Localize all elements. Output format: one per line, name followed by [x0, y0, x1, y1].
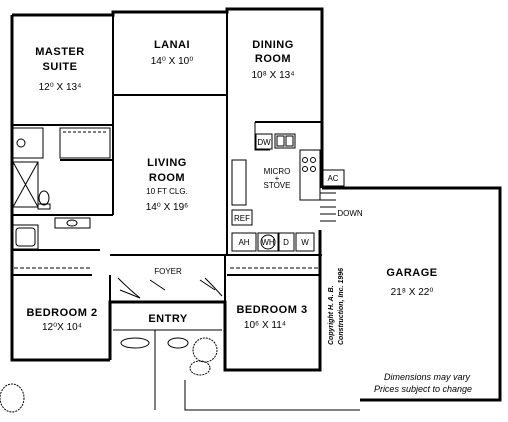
living-room-dims: 14⁰ X 19⁶ [146, 202, 189, 213]
shower [12, 161, 39, 208]
bedroom2-dims: 12⁰X 10⁴ [42, 322, 82, 333]
dw-label: DW [257, 138, 271, 147]
dining-room-label-2: ROOM [255, 53, 291, 65]
kitchen-sink [274, 133, 296, 149]
vanity [12, 127, 44, 159]
refrigerator [231, 209, 253, 226]
down-label: DOWN [337, 209, 363, 218]
hall-vanity [54, 217, 91, 229]
interior-walls [12, 12, 322, 302]
stove-counter [299, 149, 321, 201]
toilet [38, 190, 50, 206]
wall-garage [322, 186, 502, 402]
landscape-shrubs [0, 337, 218, 413]
master-suite-label-2: SUITE [43, 61, 78, 73]
bedroom3-label: BEDROOM 3 [236, 304, 307, 316]
garage-label: GARAGE [386, 267, 437, 279]
micro-label-3: STOVE [264, 181, 291, 190]
kitchen-counter [254, 122, 270, 151]
door-swing [119, 279, 216, 299]
ac-pad [321, 169, 345, 187]
washer-label: W [301, 238, 309, 247]
lanai-dims: 14⁰ X 10⁰ [151, 56, 194, 67]
disclaimer: Dimensions may vary Prices subject to ch… [374, 372, 472, 394]
washer-box [295, 232, 315, 252]
ref-label: REF [234, 214, 250, 223]
wall-south [108, 300, 322, 372]
dining-room-label-1: DINING [252, 39, 294, 51]
master-closet [59, 127, 111, 159]
ac-label: AC [327, 174, 338, 183]
disclaimer-line2: Prices subject to change [374, 384, 472, 394]
pantry [231, 159, 247, 206]
bathtub [12, 224, 39, 250]
living-room-label-1: LIVING [147, 157, 187, 169]
disclaimer-line1: Dimensions may vary [384, 372, 471, 382]
living-room-note: 10 FT CLG. [146, 187, 188, 196]
wh-box [257, 232, 279, 252]
fixture-labels: DW MICRO + STOVE REF AH WH D W AC DOWN [234, 138, 363, 247]
dryer-box [278, 232, 295, 252]
dishwasher [255, 133, 273, 150]
micro-label-2: + [275, 174, 280, 183]
bedroom2-label: BEDROOM 2 [26, 307, 97, 319]
copyright-block: Copyright H. A. B. Construction, Inc. 19… [328, 268, 345, 345]
master-suite-label-1: MASTER [35, 46, 84, 58]
master-suite-dims: 12⁰ X 13⁴ [39, 82, 82, 93]
entry-label: ENTRY [148, 313, 188, 325]
wall-west [10, 15, 110, 362]
wh-label: WH [261, 238, 275, 247]
bedroom3-dims: 10⁶ X 11⁴ [244, 320, 286, 331]
ah-box [231, 232, 257, 252]
fixtures [0, 122, 360, 413]
dryer-label: D [283, 238, 289, 247]
dining-room-dims: 10⁸ X 13⁴ [252, 70, 295, 81]
ah-label: AH [238, 238, 249, 247]
living-room-label-2: ROOM [149, 172, 185, 184]
copyright-line2: Construction, Inc. 1996 [338, 268, 345, 345]
walls [10, 7, 502, 402]
copyright-line1: Copyright H. A. B. [328, 285, 335, 345]
garage-steps [320, 192, 336, 222]
room-labels: MASTER SUITE 12⁰ X 13⁴ LANAI 14⁰ X 10⁰ D… [26, 39, 437, 333]
garage-dims: 21⁸ X 22⁰ [391, 287, 434, 298]
lanai-label: LANAI [154, 39, 190, 51]
foyer-label: FOYER [154, 267, 182, 276]
micro-label-1: MICRO [264, 167, 291, 176]
